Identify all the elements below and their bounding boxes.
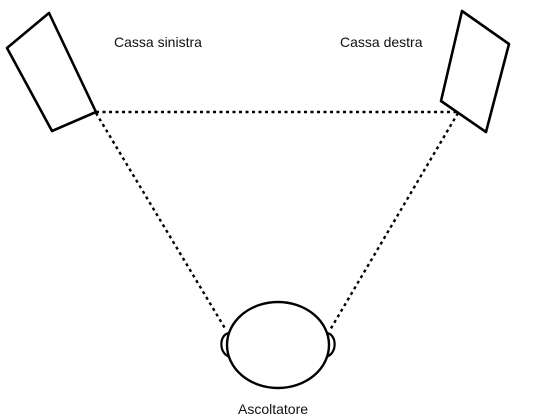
- right-speaker-label: Cassa destra: [340, 34, 423, 50]
- listener-label: Ascoltatore: [238, 401, 308, 417]
- left-speaker-to-listener-line: [94, 112, 228, 331]
- head-circle: [225, 300, 331, 390]
- left-speaker-box: [5, 11, 98, 133]
- listener-head: [220, 300, 336, 390]
- left-speaker-label: Cassa sinistra: [114, 34, 202, 50]
- right-speaker-box: [439, 9, 511, 134]
- right-speaker-to-listener-line: [328, 112, 460, 331]
- listening-triangle: [94, 110, 460, 331]
